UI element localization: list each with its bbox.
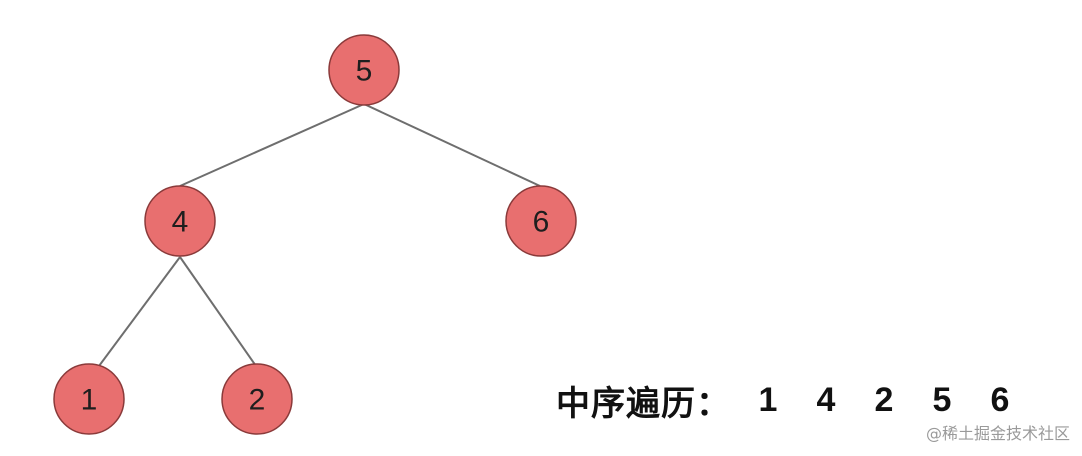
tree-node-1: 1	[53, 363, 125, 435]
node-circle	[53, 363, 125, 435]
node-circle	[221, 363, 293, 435]
watermark: @稀土掘金技术社区	[925, 424, 1070, 443]
node-label: 1	[81, 384, 98, 417]
traversal-value: 2	[874, 380, 894, 419]
node-label: 5	[356, 55, 373, 88]
tree-edges	[98, 103, 541, 367]
edge-4-1	[98, 256, 181, 367]
node-label: 6	[533, 206, 550, 239]
node-label: 2	[249, 384, 266, 417]
node-circle	[144, 185, 216, 257]
traversal-values: 1 4 2 5 6	[739, 381, 1029, 420]
tree-nodes: 5 4 6 1 2	[53, 34, 577, 435]
edge-4-2	[179, 256, 257, 367]
traversal-value: 1	[758, 380, 778, 419]
tree-node-5: 5	[328, 34, 400, 106]
edge-5-6	[363, 103, 541, 187]
tree-node-6: 6	[505, 185, 577, 257]
traversal-value: 5	[932, 380, 952, 419]
traversal-value: 6	[990, 380, 1010, 419]
node-circle	[328, 34, 400, 106]
traversal-value: 4	[816, 380, 836, 419]
edge-5-4	[179, 103, 365, 187]
traversal-label: 中序遍历：	[556, 383, 731, 424]
tree-node-2: 2	[221, 363, 293, 435]
node-circle	[505, 185, 577, 257]
node-label: 4	[172, 206, 189, 239]
inorder-traversal: 中序遍历： 1 4 2 5 6	[556, 376, 1029, 424]
tree-node-4: 4	[144, 185, 216, 257]
